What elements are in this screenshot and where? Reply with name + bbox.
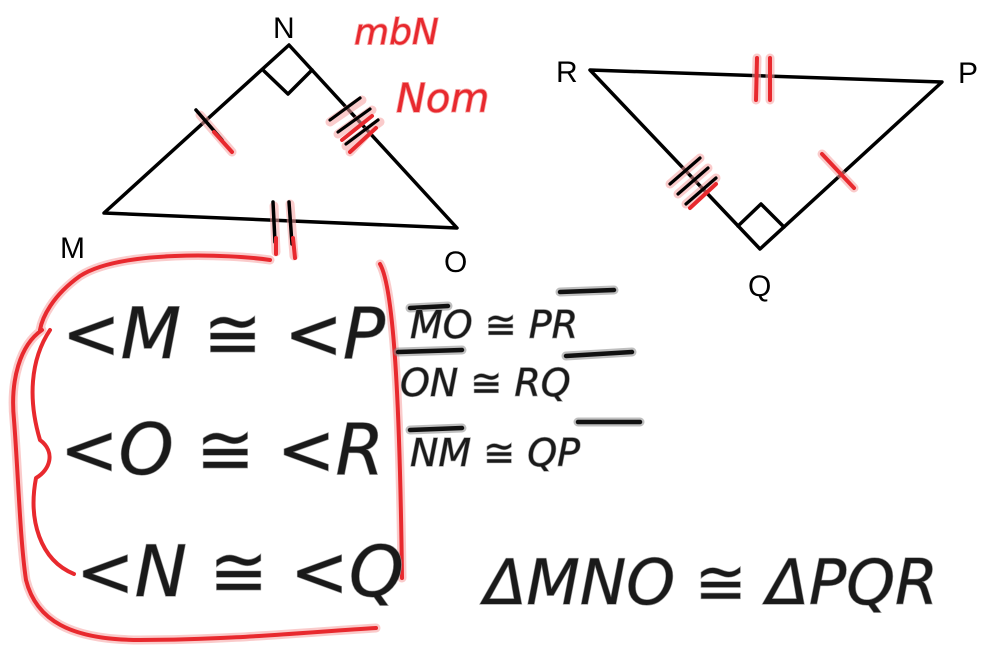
vertex-label-n: N: [273, 12, 295, 45]
triangle-rpq: [588, 53, 944, 251]
tick-mark-mo: [269, 199, 299, 261]
right-angle-marker-q: [736, 202, 786, 229]
side-congruence-mo-pr: MO ≅ PR: [405, 285, 619, 348]
vertex-label-q: Q: [748, 270, 771, 303]
red-note-nom: Nom: [396, 76, 489, 122]
side-congruence-on-rq: ON ≅ RQ: [393, 345, 637, 406]
side-congruence-nm-qp: NM ≅ QP: [405, 417, 645, 476]
red-note-mbn: mbN: [354, 12, 439, 53]
right-angle-marker-n: [262, 68, 314, 96]
tick-mark-mn: [194, 108, 237, 157]
tick-mark-rp: [751, 53, 775, 105]
side-congruence-text-2: ON ≅ RQ: [400, 361, 571, 405]
tick-mark-rq: [665, 153, 721, 210]
triangle-mno: [102, 43, 459, 261]
angle-congruence-n-q: <N ≅ <Q: [76, 531, 404, 613]
angle-congruence-m-p: <M ≅ <P: [62, 293, 386, 375]
red-bracket-box: [11, 253, 404, 642]
vertex-label-m: M: [60, 232, 85, 265]
triangle-congruence-conclusion: ΔMNO ≅ ΔPQR: [480, 546, 938, 619]
vertex-label-r: R: [556, 56, 578, 89]
tick-mark-pq: [817, 149, 859, 193]
vertex-label-o: O: [444, 246, 467, 279]
red-brace: [30, 328, 76, 576]
angle-congruence-o-r: <O ≅ <R: [60, 409, 384, 491]
side-congruence-text-3: NM ≅ QP: [410, 431, 580, 475]
side-congruence-text-1: MO ≅ PR: [410, 303, 578, 347]
tick-mark-no: [325, 95, 385, 157]
vertex-label-p: P: [958, 57, 978, 90]
